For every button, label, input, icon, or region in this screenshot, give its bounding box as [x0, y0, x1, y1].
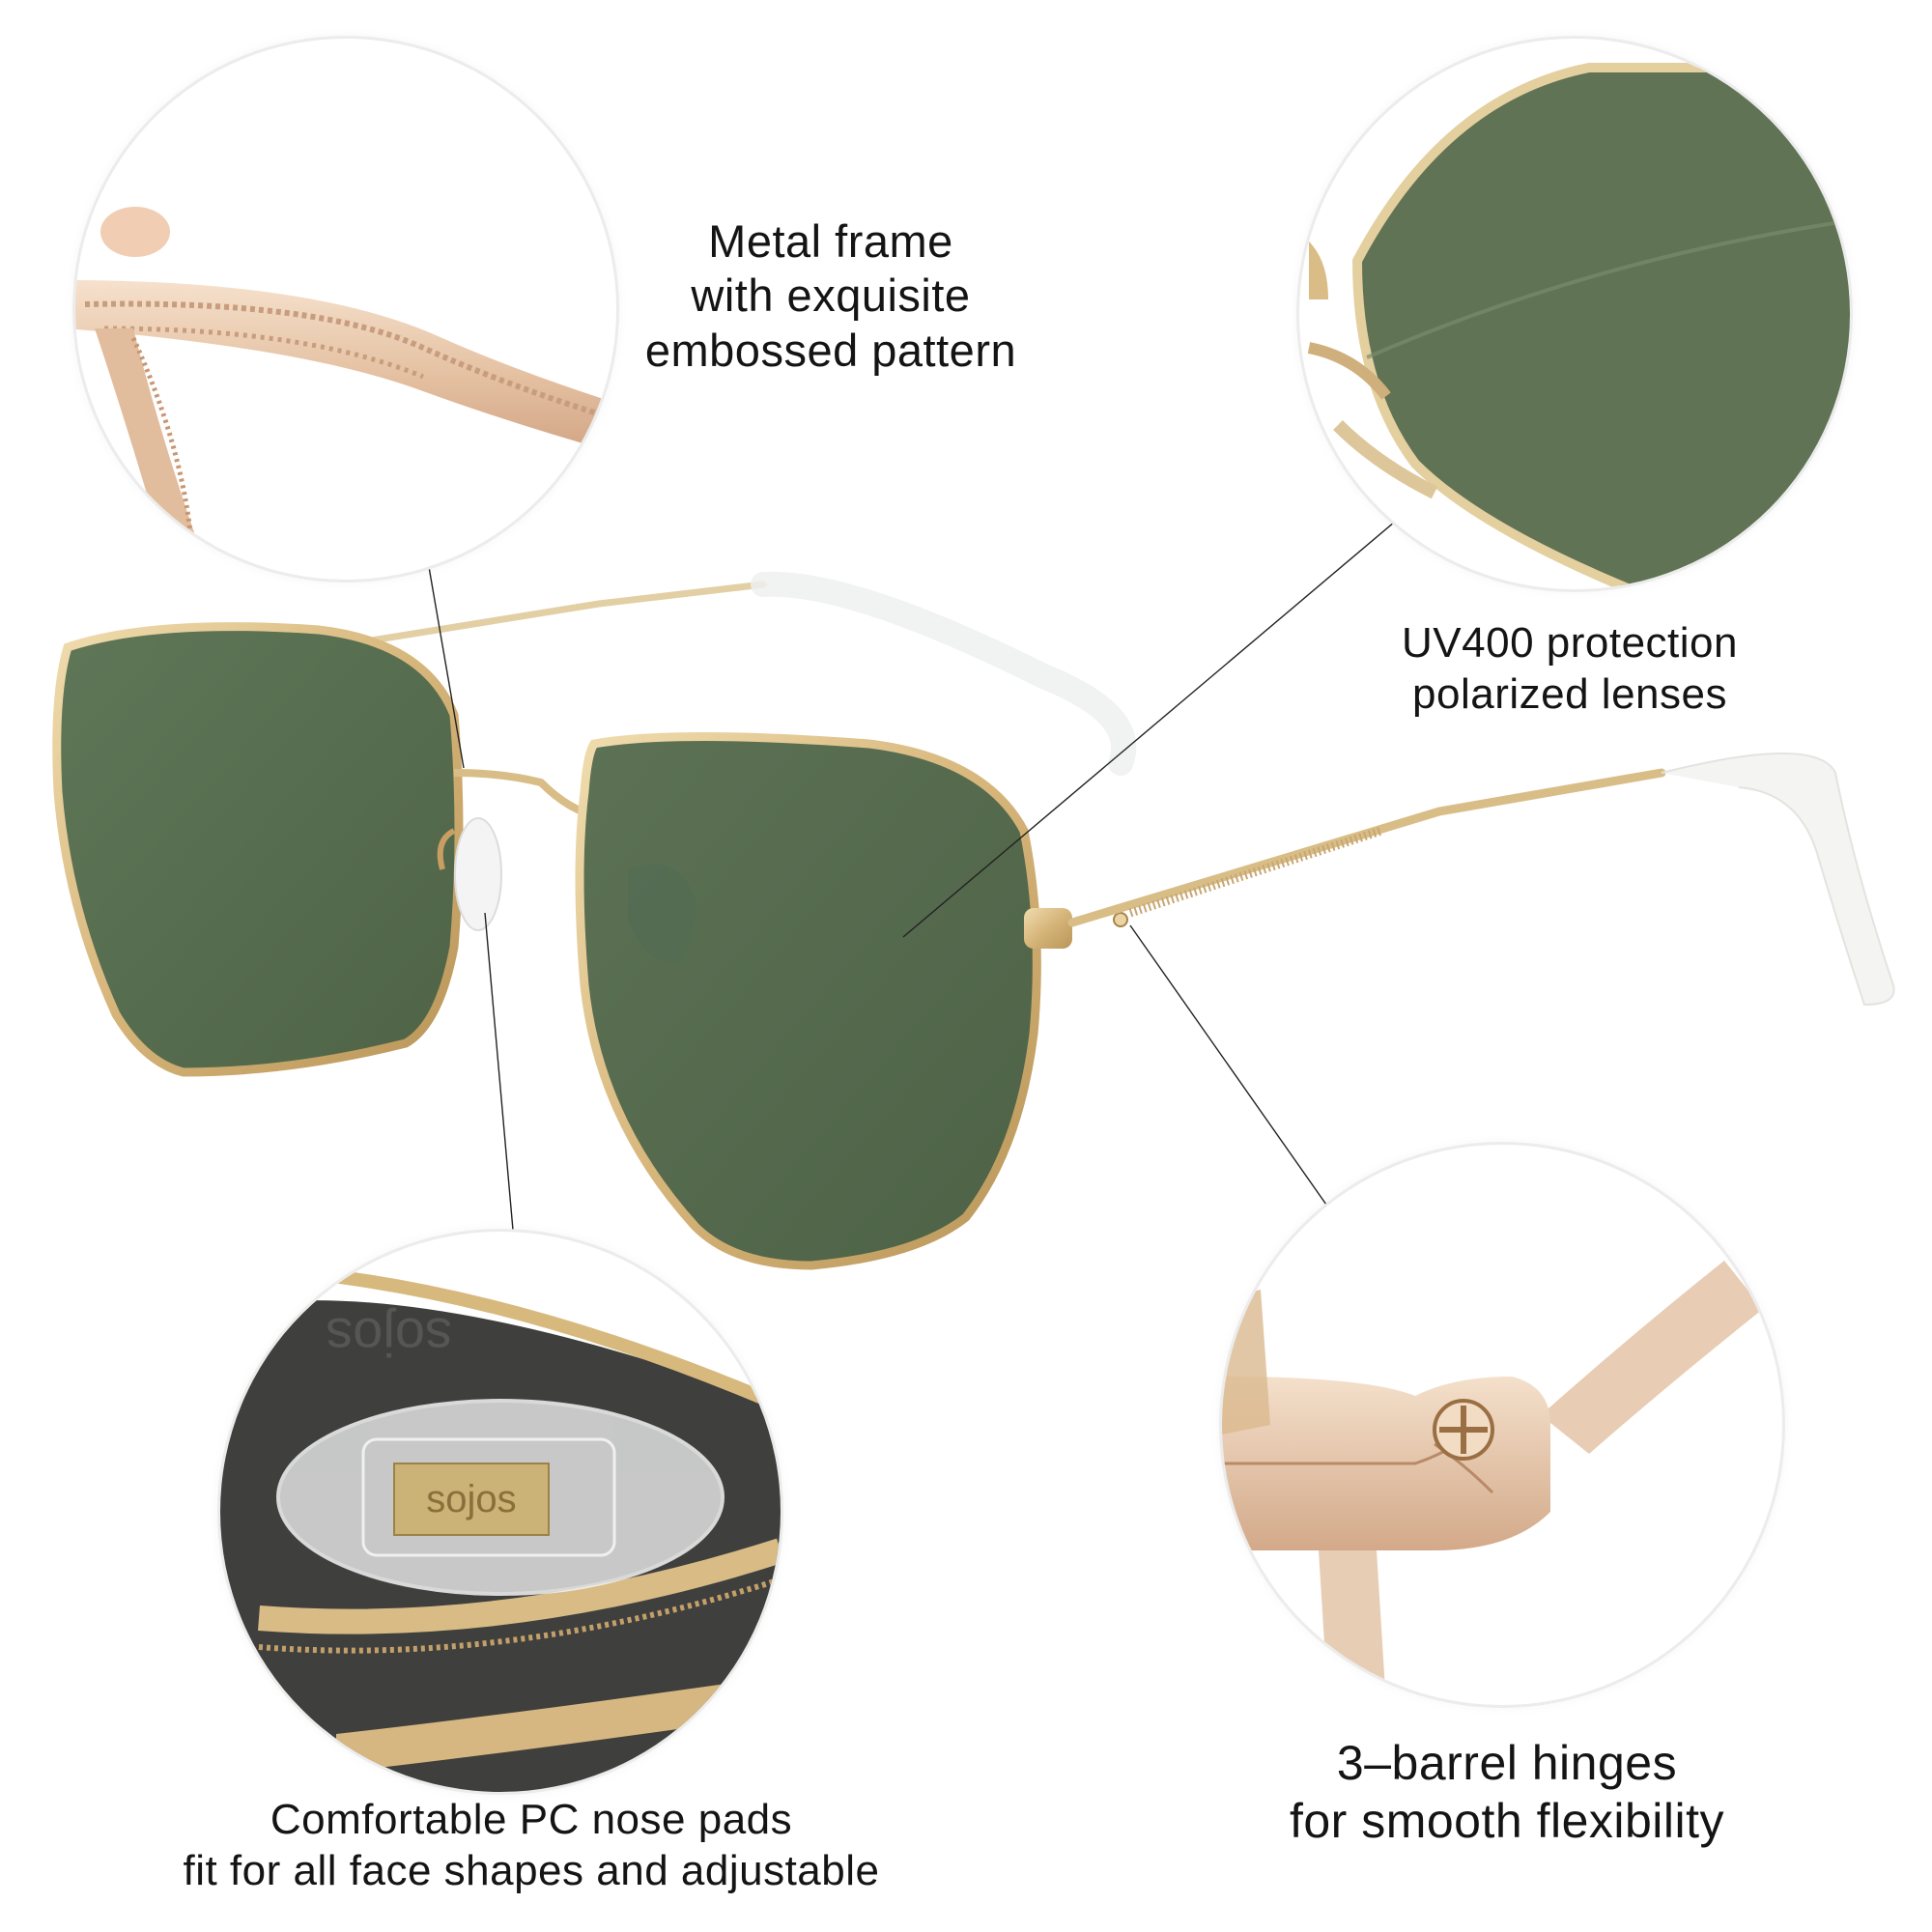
- caption-uv400: UV400 protection polarized lenses: [1352, 618, 1787, 721]
- lens-closeup: [1307, 63, 1850, 589]
- caption-line: UV400 protection: [1402, 619, 1738, 667]
- caption-line: for smooth flexibility: [1289, 1794, 1725, 1848]
- callout-hinges: [1222, 1145, 1782, 1705]
- nose-pad-logo-plate: [393, 1463, 550, 1536]
- caption-hinges: 3–barrel hinges for smooth flexibility: [1246, 1734, 1768, 1850]
- svg-text:sojos: sojos: [326, 1307, 452, 1368]
- nose-pad-closeup: sojos sojos: [220, 1264, 781, 1792]
- embossed-temple-closeup: [75, 207, 616, 580]
- caption-metal-frame: Metal frame with exquisite embossed patt…: [599, 214, 1063, 378]
- callout-metal-frame: [75, 39, 616, 580]
- nose-pad-logo-text: sojos: [426, 1478, 516, 1520]
- callout-uv400-lens: [1299, 39, 1850, 589]
- caption-line: fit for all face shapes and adjustable: [183, 1846, 880, 1894]
- hinge-closeup: [1222, 1261, 1763, 1705]
- left-lens: [52, 622, 464, 1077]
- caption-line: 3–barrel hinges: [1336, 1736, 1678, 1790]
- caption-line: Metal frame: [708, 215, 953, 267]
- callout-nose-pads: sojos sojos: [220, 1232, 781, 1792]
- caption-line: polarized lenses: [1412, 669, 1727, 718]
- right-lens: [575, 732, 1041, 1270]
- caption-line: embossed pattern: [644, 324, 1017, 376]
- caption-nose-pads: Comfortable PC nose pads fit for all fac…: [101, 1795, 961, 1897]
- caption-line: Comfortable PC nose pads: [270, 1796, 793, 1843]
- caption-line: with exquisite: [691, 270, 971, 322]
